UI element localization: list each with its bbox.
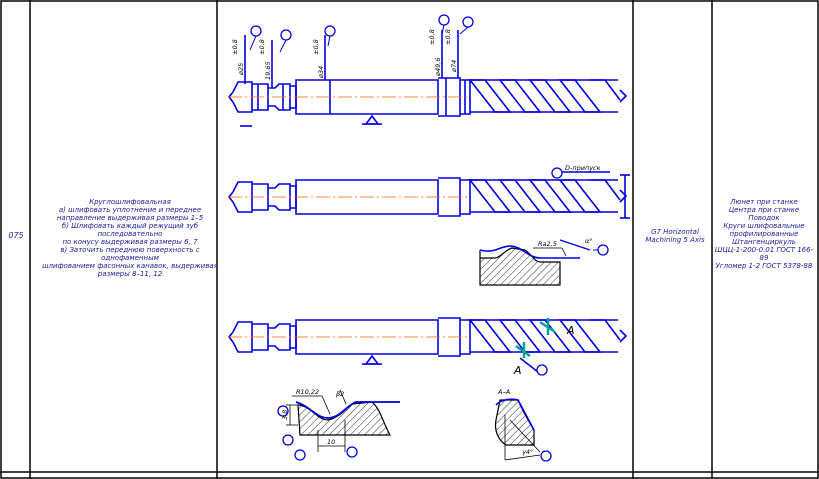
dim-tol-3: ±0,8 — [312, 39, 320, 55]
wheel-profile-detail — [479, 239, 591, 286]
alpha-label: α° — [585, 237, 593, 245]
dim-tol-2: ±0,8 — [258, 39, 266, 55]
dim-tol-5: ±0,8 — [444, 29, 452, 45]
section-mark-lower: А — [513, 364, 522, 377]
section-mark-upper: А — [566, 324, 575, 337]
operation-description: Круглошлифовальная а) шлифовать уплотнен… — [42, 198, 218, 278]
dim-d1-label: ø25 — [237, 63, 245, 76]
radius-label: R10,22 — [296, 388, 319, 396]
leader-lines — [249, 24, 598, 251]
machine-name: G7 Horizontal Machining 5 Axis — [645, 228, 705, 244]
reference-markers — [250, 14, 609, 462]
angle-label: β2 — [336, 390, 344, 398]
allowance-label: D-припуск — [565, 164, 601, 172]
dim-d3-label: ø34 — [317, 66, 325, 79]
section-cut-marks — [515, 318, 556, 358]
shaft-view-2 — [227, 171, 630, 219]
length-label: 10 — [327, 438, 335, 446]
dim-tol-4: ±0,8 — [428, 29, 436, 45]
tooling-list: Люнет при станке Центра при станке Повод… — [714, 198, 814, 270]
depth-label: 3,8 — [281, 410, 289, 420]
dim-d5-label: ø74 — [450, 60, 458, 73]
groove-profile-detail — [286, 389, 400, 452]
dim-tol-1: ±0,8 — [231, 39, 239, 55]
dim-d2-label: 19,65 — [264, 61, 272, 80]
roughness-label: Ra2,5 — [538, 240, 557, 248]
dim-d4-label: ø49,6 — [434, 58, 442, 77]
section-a-a-detail — [494, 398, 541, 461]
operation-number: 075 — [8, 231, 24, 240]
gamma-label: γ4° — [522, 448, 533, 456]
section-title: А–А — [497, 388, 510, 396]
